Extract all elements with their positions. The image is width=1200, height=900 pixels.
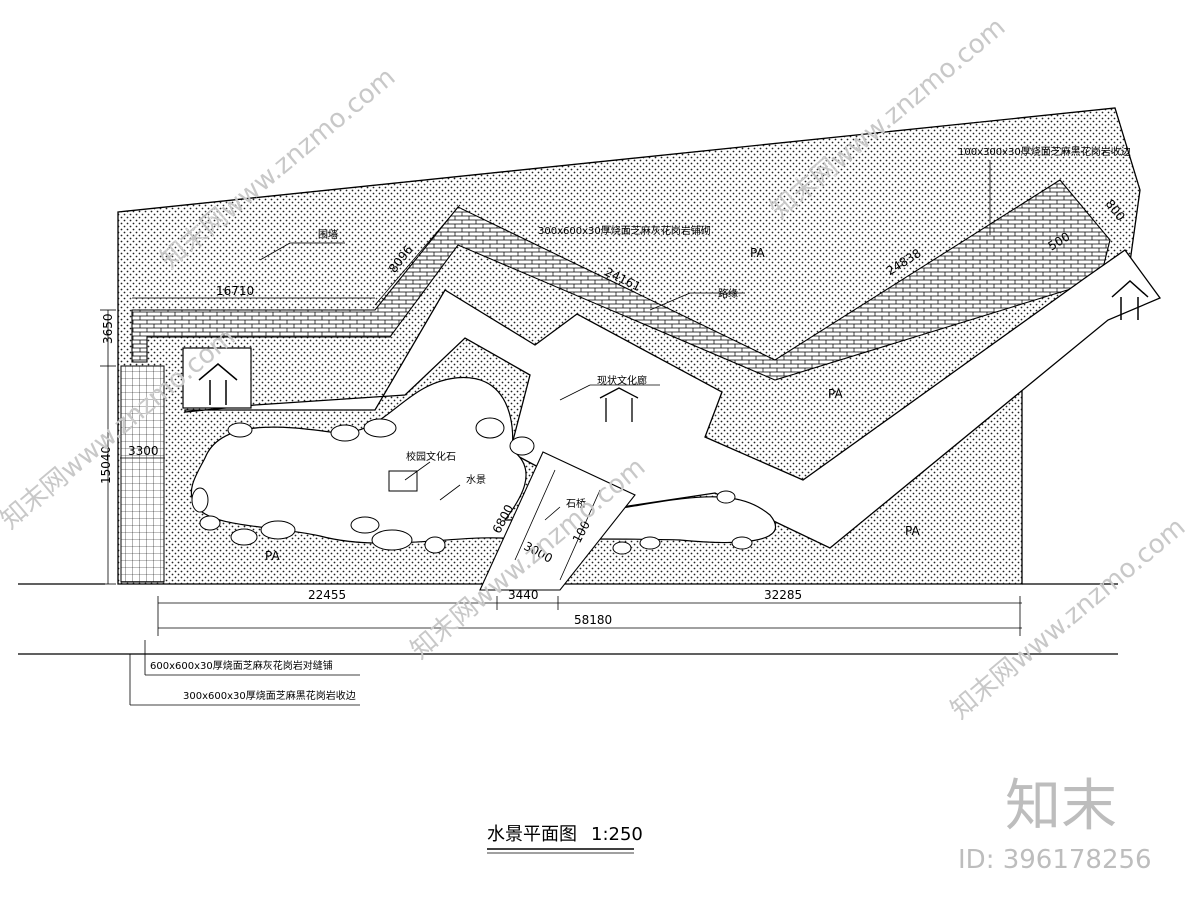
dim-3440: 3440 xyxy=(508,588,539,602)
label-pa-2: PA xyxy=(828,387,843,401)
dim-22455: 22455 xyxy=(308,588,346,602)
label-pa-4: PA xyxy=(265,549,280,563)
corridor-pavilion-icon xyxy=(599,387,639,422)
rock-group xyxy=(191,417,753,555)
label-path-paving-right: 100x300x30厚烧面芝麻黑花岗岩收边 xyxy=(958,145,1131,158)
up-arrow-icon xyxy=(1111,279,1149,320)
legend-1: 600x600x30厚烧面芝麻灰花岗岩对缝铺 xyxy=(150,659,333,672)
dim-32285: 32285 xyxy=(764,588,802,602)
label-pavilion: 现状文化廊 xyxy=(597,374,647,387)
label-pa-3: PA xyxy=(905,524,920,538)
dim-15040: 15040 xyxy=(99,446,113,484)
label-water: 水景 xyxy=(466,474,486,486)
dim-3300: 3300 xyxy=(128,444,159,458)
brick-edging xyxy=(131,179,1111,381)
label-path-paving-top: 300x600x30厚烧面芝麻灰花岗岩铺砌 xyxy=(538,224,711,237)
label-curb: 路缘 xyxy=(718,287,738,300)
dim-16710: 16710 xyxy=(216,284,254,298)
drawing-scale: 1:250 xyxy=(591,824,643,845)
label-pa-1: PA xyxy=(750,246,765,260)
up-arrow-icon xyxy=(198,363,238,405)
watermark-id: ID: 396178256 xyxy=(958,845,1152,875)
label-bridge: 石桥 xyxy=(566,498,586,510)
label-wall: 围墙 xyxy=(318,228,338,241)
drawing-title: 水景平面图 xyxy=(487,824,577,845)
entry-pavilion xyxy=(182,347,252,409)
label-culture-stone: 校园文化石 xyxy=(406,450,456,463)
legend-2: 300x600x30厚烧面芝麻黑花岗岩收边 xyxy=(183,689,356,702)
grid-paving-strip xyxy=(120,365,165,583)
dim-3650: 3650 xyxy=(101,313,115,344)
watermark-brand: 知末 xyxy=(1005,774,1117,839)
dim-58180: 58180 xyxy=(574,613,612,627)
walkway xyxy=(184,249,1162,549)
stone-bridge xyxy=(479,451,636,591)
